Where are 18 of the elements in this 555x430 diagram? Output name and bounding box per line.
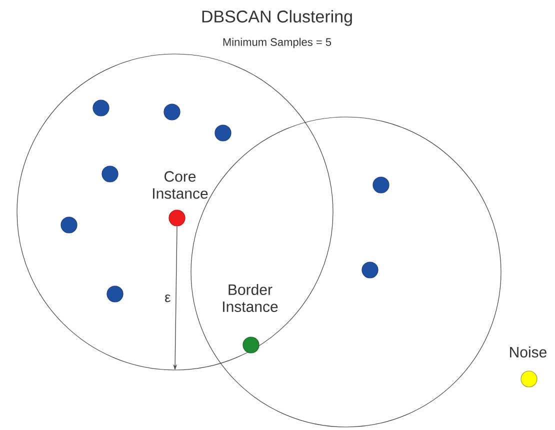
edge-label: ε (164, 293, 172, 304)
data-point (106, 286, 124, 302)
data-point (362, 262, 378, 278)
data-point (102, 166, 118, 182)
point-label: Border Instance (223, 284, 278, 312)
data-point (372, 176, 390, 194)
data-point (92, 100, 110, 116)
subtitle: Minimum Samples = 5 (223, 38, 332, 48)
point-label: Core Instance (153, 171, 208, 199)
data-point (60, 216, 78, 234)
data-point (214, 124, 232, 142)
data-point (510, 346, 546, 388)
point-label: Noise (510, 346, 546, 358)
cluster-circle (16, 54, 334, 370)
data-point (153, 171, 208, 226)
data-point (164, 104, 180, 120)
data-point (223, 284, 278, 354)
title: DBSCAN Clustering (202, 10, 352, 26)
